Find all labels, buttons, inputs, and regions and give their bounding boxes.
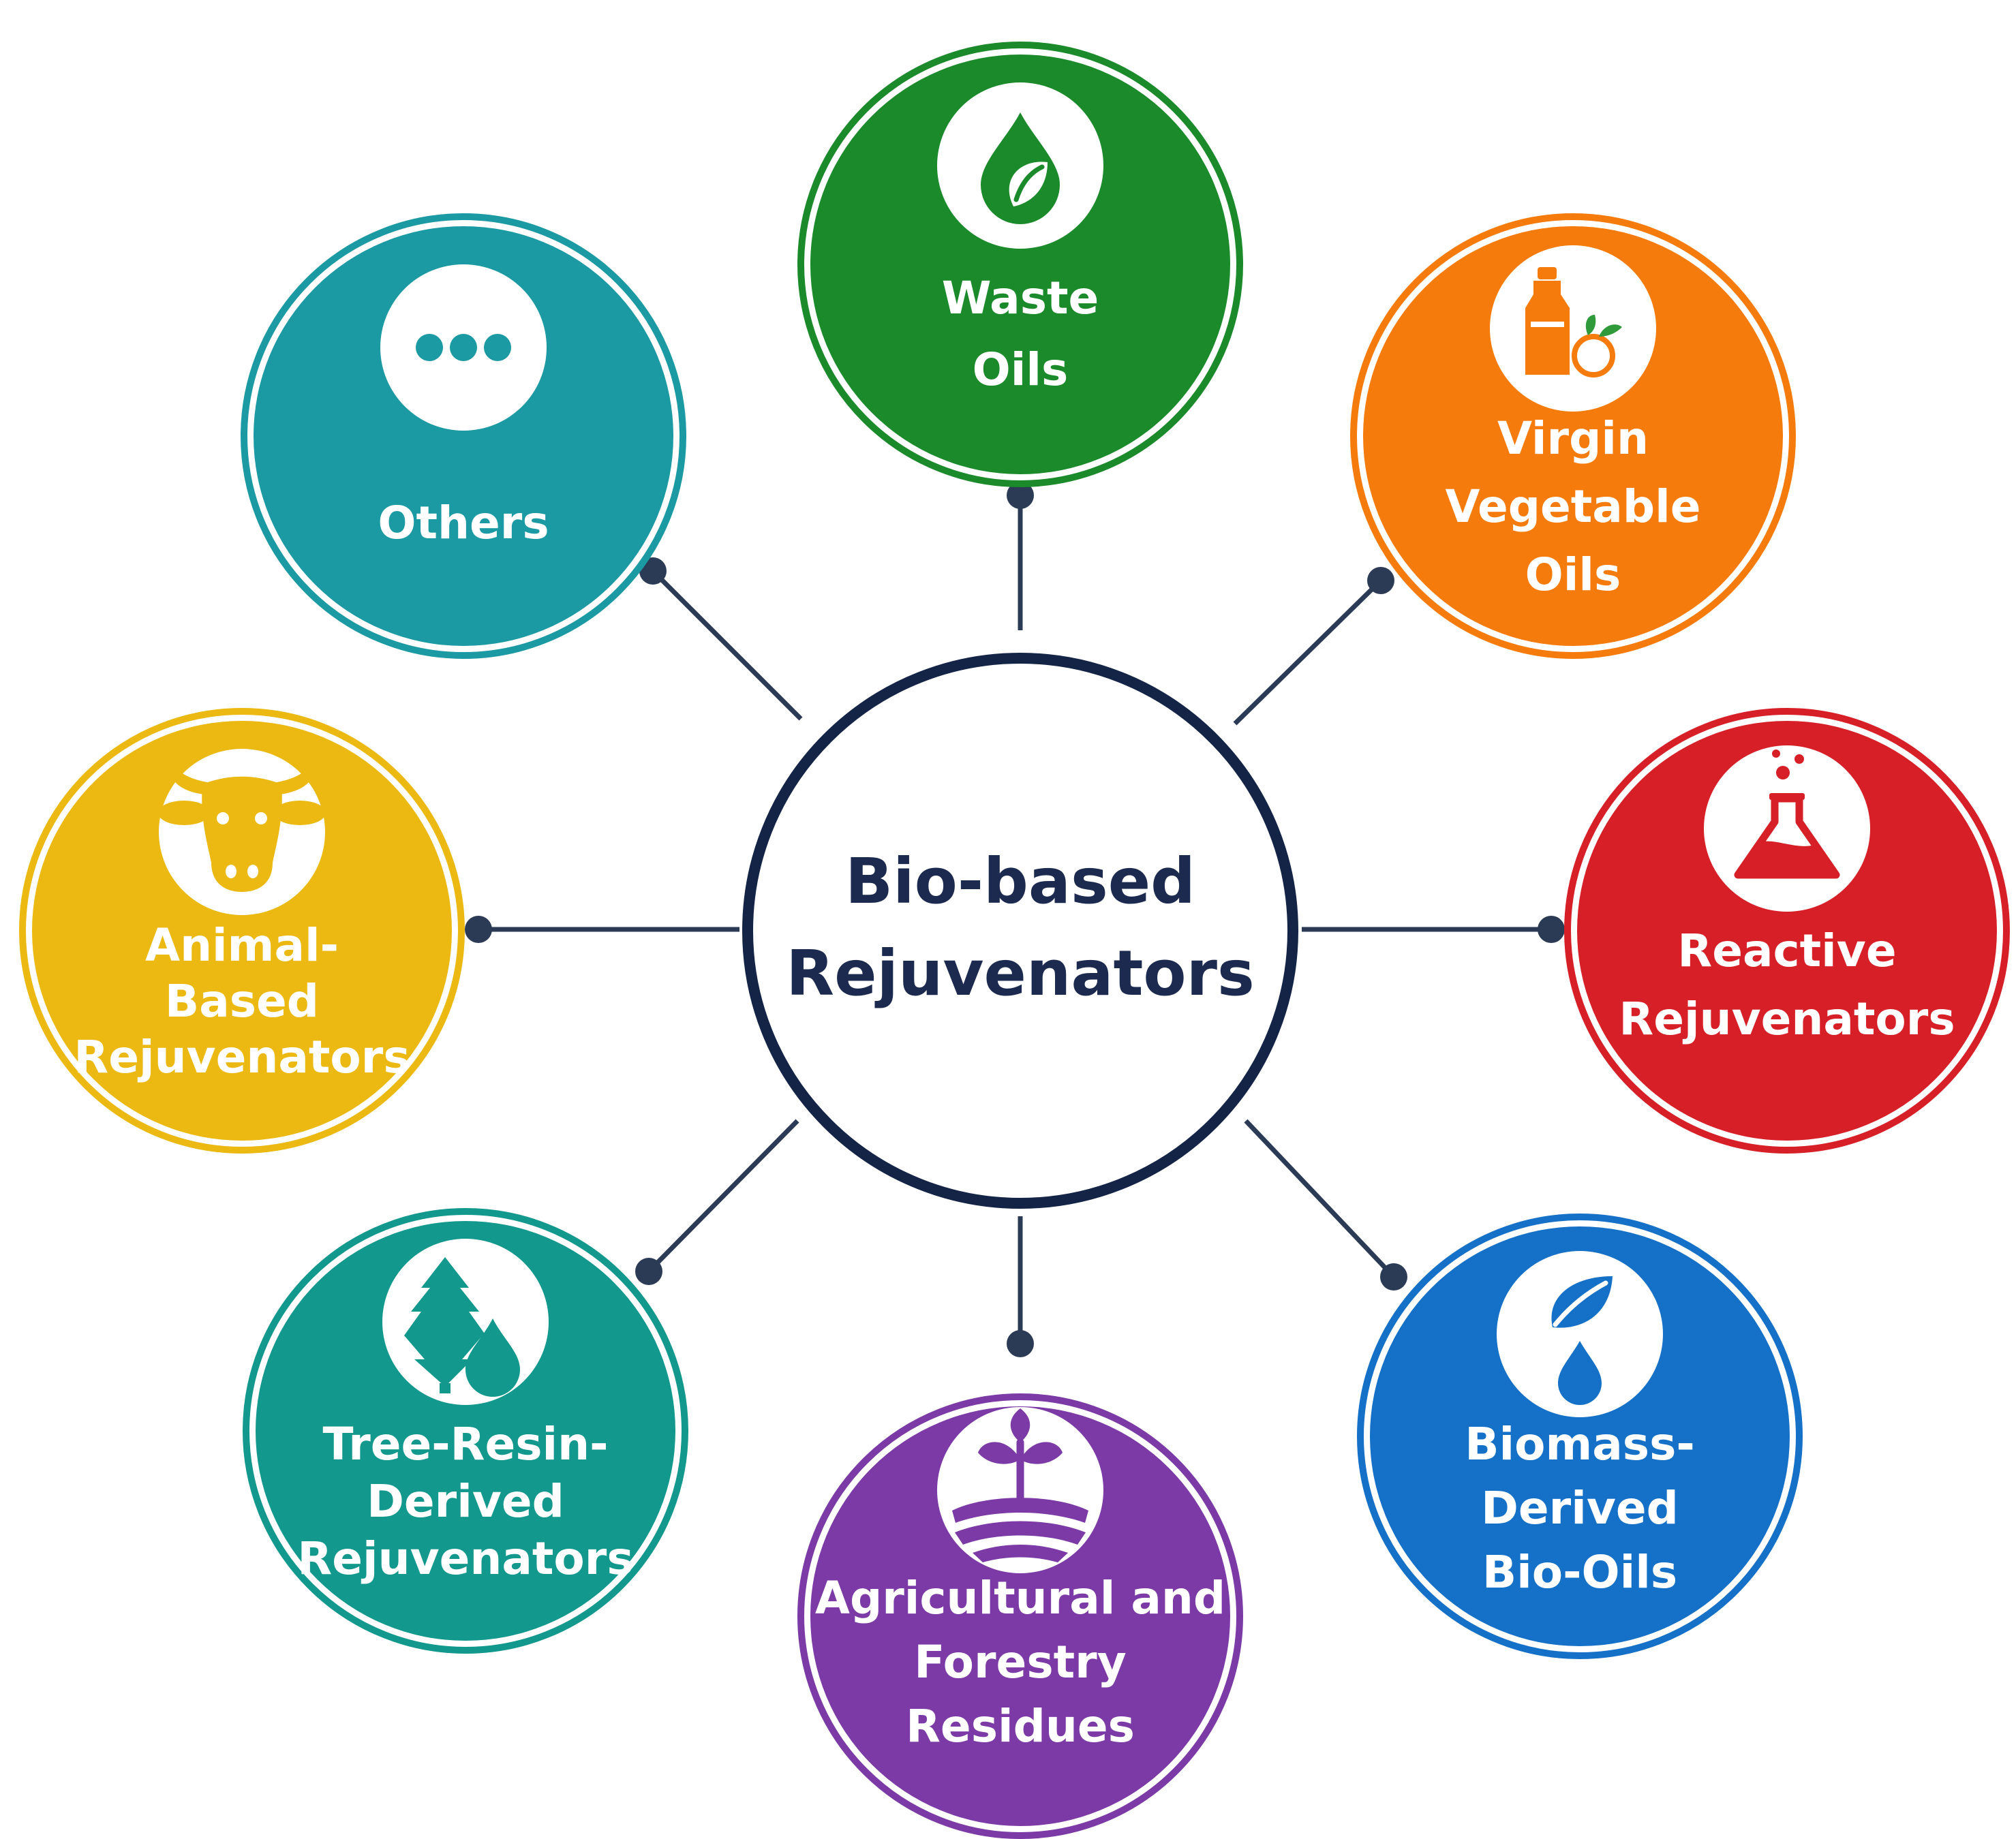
node-label-line: Biomass-: [1465, 1418, 1695, 1470]
node-disc: [810, 55, 1230, 474]
connector-dot-virgin-vegetable-oils: [1367, 567, 1394, 594]
node-label-line: Rejuvenators: [297, 1532, 633, 1585]
node-label-line: Based: [165, 975, 319, 1027]
connector-line-others: [651, 569, 803, 721]
connector-line-biomass-derived-bio-oils: [1244, 1119, 1396, 1279]
node-disc: [1363, 226, 1783, 646]
connector-line-virgin-vegetable-oils: [1233, 578, 1383, 726]
node-label-line: Bio-Oils: [1482, 1546, 1677, 1598]
node-label-line: Rejuvenators: [1619, 993, 1955, 1045]
node-label-line: Reactive: [1677, 925, 1896, 977]
node-outer-ring: [1357, 1214, 1803, 1659]
connector-dot-agricultural-forestry-residues: [1007, 1330, 1034, 1357]
node-icon-badge: [1497, 1251, 1663, 1417]
node-label-line: Oils: [1525, 548, 1621, 601]
connector-dot-waste-oils: [1007, 482, 1034, 509]
node-label-line: Animal-: [145, 919, 339, 972]
node-disc: [254, 226, 673, 646]
connector-dot-reactive-rejuvenators: [1538, 916, 1565, 943]
center-title-line: Bio-based: [845, 845, 1195, 918]
node-outer-ring: [797, 1393, 1243, 1839]
node-label-line: Agricultural and: [815, 1572, 1225, 1624]
oil-drop-leaf-icon: [981, 112, 1060, 224]
node-outer-ring: [1564, 708, 2010, 1154]
ellipsis-icon: [416, 334, 511, 361]
center-title-line: Rejuvenators: [786, 937, 1255, 1010]
connector-dot-others: [639, 557, 667, 585]
cow-head-icon: [158, 764, 326, 892]
connector-dot-tree-resin-derived-rejuvenators: [635, 1258, 662, 1285]
node-label-line: Vegetable: [1446, 480, 1701, 533]
node-icon-badge: [1490, 245, 1656, 412]
node-outer-ring: [797, 42, 1243, 487]
node-disc: [256, 1221, 675, 1641]
sprout-field-icon: [952, 1408, 1088, 1562]
node-label-line: Derived: [367, 1475, 564, 1528]
connector-dot-biomass-derived-bio-oils: [1380, 1263, 1407, 1291]
node-label-line: Tree-Resin-: [322, 1418, 608, 1470]
category-nodes: WasteOilsVirginVegetableOilsReactiveReju…: [19, 42, 2010, 1839]
center-ring: [742, 653, 1298, 1209]
connector-line-tree-resin-derived-rejuvenators: [647, 1119, 799, 1273]
node-label-line: Forestry: [914, 1636, 1126, 1688]
node-outer-ring: [1350, 213, 1796, 659]
node-label-line: Rejuvenators: [74, 1031, 410, 1083]
node-label-line: Waste: [942, 272, 1099, 324]
leaf-drop-icon: [1551, 1276, 1613, 1405]
node-label-line: Virgin: [1497, 412, 1649, 465]
node-others: Others: [241, 213, 686, 659]
connectors: [465, 482, 1565, 1357]
node-outer-ring: [243, 1208, 688, 1654]
tree-drop-icon: [404, 1257, 520, 1397]
node-label-line: Others: [378, 497, 549, 549]
node-outer-ring: [19, 708, 465, 1154]
node-label-line: Residues: [906, 1700, 1135, 1752]
node-label-line: Oils: [973, 343, 1069, 396]
node-disc: [1370, 1226, 1790, 1646]
oil-bottle-fruit-icon: [1525, 267, 1622, 377]
connector-dot-animal-based-rejuvenators: [465, 916, 492, 943]
node-outer-ring: [241, 213, 686, 659]
node-disc: [810, 1406, 1230, 1826]
node-disc: [32, 721, 452, 1141]
node-label-line: Derived: [1481, 1482, 1679, 1534]
flask-icon: [1734, 749, 1840, 879]
node-disc: [1577, 721, 1997, 1141]
